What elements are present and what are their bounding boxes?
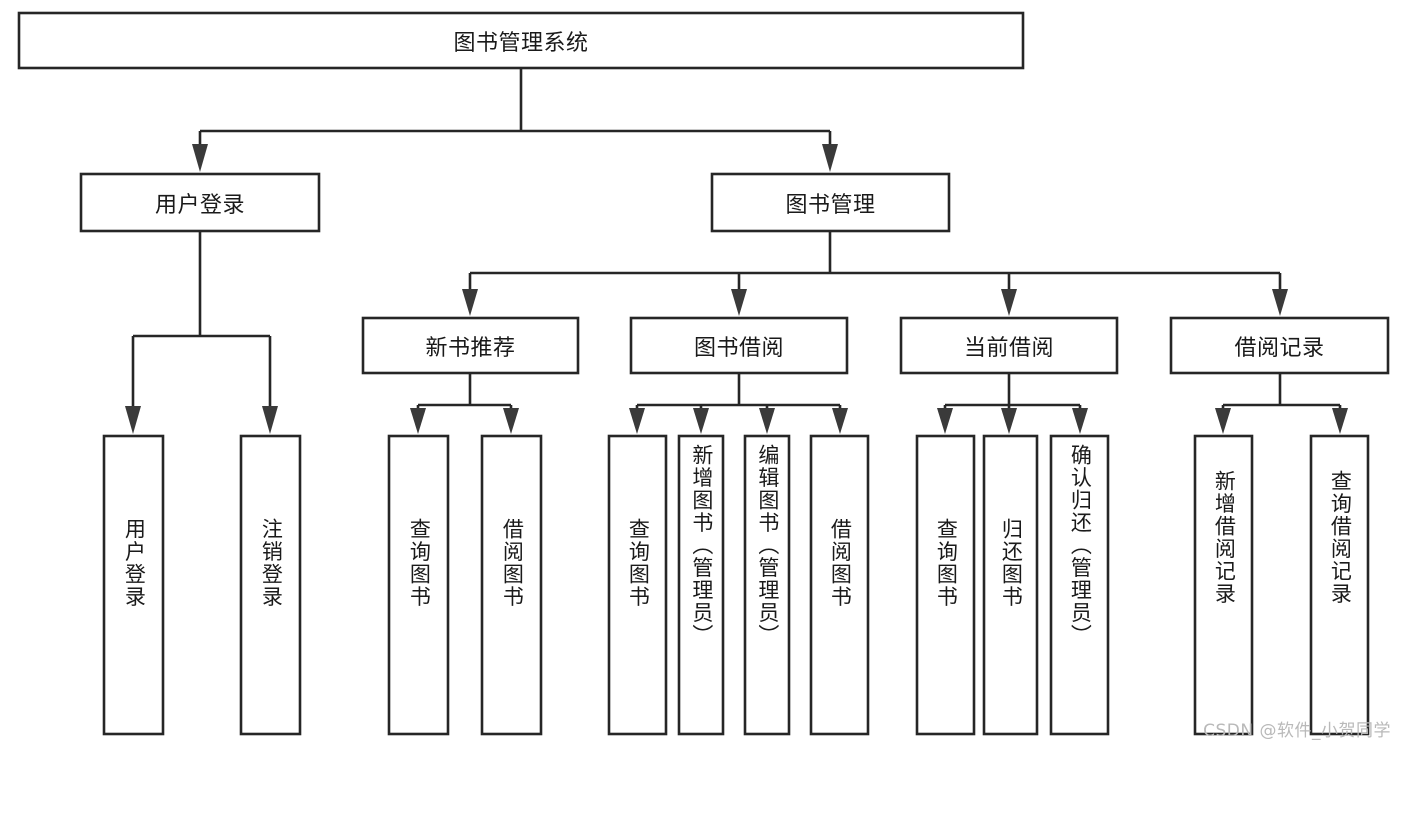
connector-book-borrow-to-leaves bbox=[629, 373, 848, 434]
node-box-borrow-record[interactable] bbox=[1169, 316, 1390, 375]
arrow-head-current-borrow bbox=[1001, 289, 1017, 316]
connector-borrow-record-to-leaves bbox=[1215, 373, 1348, 434]
arrow-head-borrow-record bbox=[1272, 289, 1288, 316]
arrow-head-leaf-borrow-book-1 bbox=[503, 408, 519, 434]
arrow-head-book-manage bbox=[822, 144, 838, 172]
node-box-leaf-query-book-1[interactable] bbox=[387, 434, 450, 736]
arrow-head-leaf-return-book bbox=[1001, 408, 1017, 434]
connector-new-book-recommend-to-leaves bbox=[410, 373, 519, 434]
node-box-leaf-add-borrow-record[interactable] bbox=[1193, 434, 1254, 736]
node-box-book-manage[interactable] bbox=[710, 172, 951, 233]
node-box-user-login[interactable] bbox=[79, 172, 321, 233]
connector-root-to-level2 bbox=[192, 68, 838, 172]
node-box-leaf-query-book-2[interactable] bbox=[607, 434, 668, 736]
arrow-head-leaf-query-book-2 bbox=[629, 408, 645, 434]
arrow-head-leaf-confirm-return-admin bbox=[1072, 408, 1088, 434]
node-box-new-book-recommend[interactable] bbox=[361, 316, 580, 375]
arrow-head-leaf-user-login bbox=[125, 406, 141, 434]
node-box-current-borrow[interactable] bbox=[899, 316, 1119, 375]
arrow-head-leaf-query-borrow-record bbox=[1332, 408, 1348, 434]
node-box-leaf-borrow-book-1[interactable] bbox=[480, 434, 543, 736]
node-box-leaf-add-book-admin[interactable] bbox=[677, 434, 725, 736]
arrow-head-leaf-borrow-book-2 bbox=[832, 408, 848, 434]
csdn-watermark: CSDN @软件_小贺同学 bbox=[1203, 721, 1391, 741]
arrow-head-leaf-add-book-admin bbox=[693, 408, 709, 434]
node-box-leaf-query-borrow-record[interactable] bbox=[1309, 434, 1370, 736]
node-box-leaf-logout-login[interactable] bbox=[239, 434, 302, 736]
node-box-root[interactable] bbox=[17, 11, 1025, 70]
node-box-leaf-user-login[interactable] bbox=[102, 434, 165, 736]
node-box-leaf-return-book[interactable] bbox=[982, 434, 1039, 736]
arrow-head-new-book-recommend bbox=[462, 289, 478, 316]
arrow-head-leaf-edit-book-admin bbox=[759, 408, 775, 434]
arrow-head-user-login bbox=[192, 144, 208, 172]
node-box-leaf-borrow-book-2[interactable] bbox=[809, 434, 870, 736]
diagram-svg bbox=[17, 11, 1390, 736]
connector-current-borrow-to-leaves bbox=[937, 373, 1088, 434]
node-box-leaf-query-book-3[interactable] bbox=[915, 434, 976, 736]
connector-book-manage-to-level3 bbox=[462, 231, 1288, 316]
arrow-head-leaf-add-borrow-record bbox=[1215, 408, 1231, 434]
arrow-head-leaf-query-book-1 bbox=[410, 408, 426, 434]
arrow-head-book-borrow bbox=[731, 289, 747, 316]
diagram-canvas: 图书管理系统 用户登录 图书管理 新书推荐 图书借阅 当前借阅 借阅记录 用户登… bbox=[17, 11, 1391, 741]
node-box-book-borrow[interactable] bbox=[629, 316, 849, 375]
arrow-head-leaf-query-book-3 bbox=[937, 408, 953, 434]
arrow-head-leaf-logout-login bbox=[262, 406, 278, 434]
node-box-leaf-confirm-return-admin[interactable] bbox=[1049, 434, 1110, 736]
connector-user-login-to-leaves bbox=[125, 231, 278, 434]
node-box-leaf-edit-book-admin[interactable] bbox=[743, 434, 791, 736]
